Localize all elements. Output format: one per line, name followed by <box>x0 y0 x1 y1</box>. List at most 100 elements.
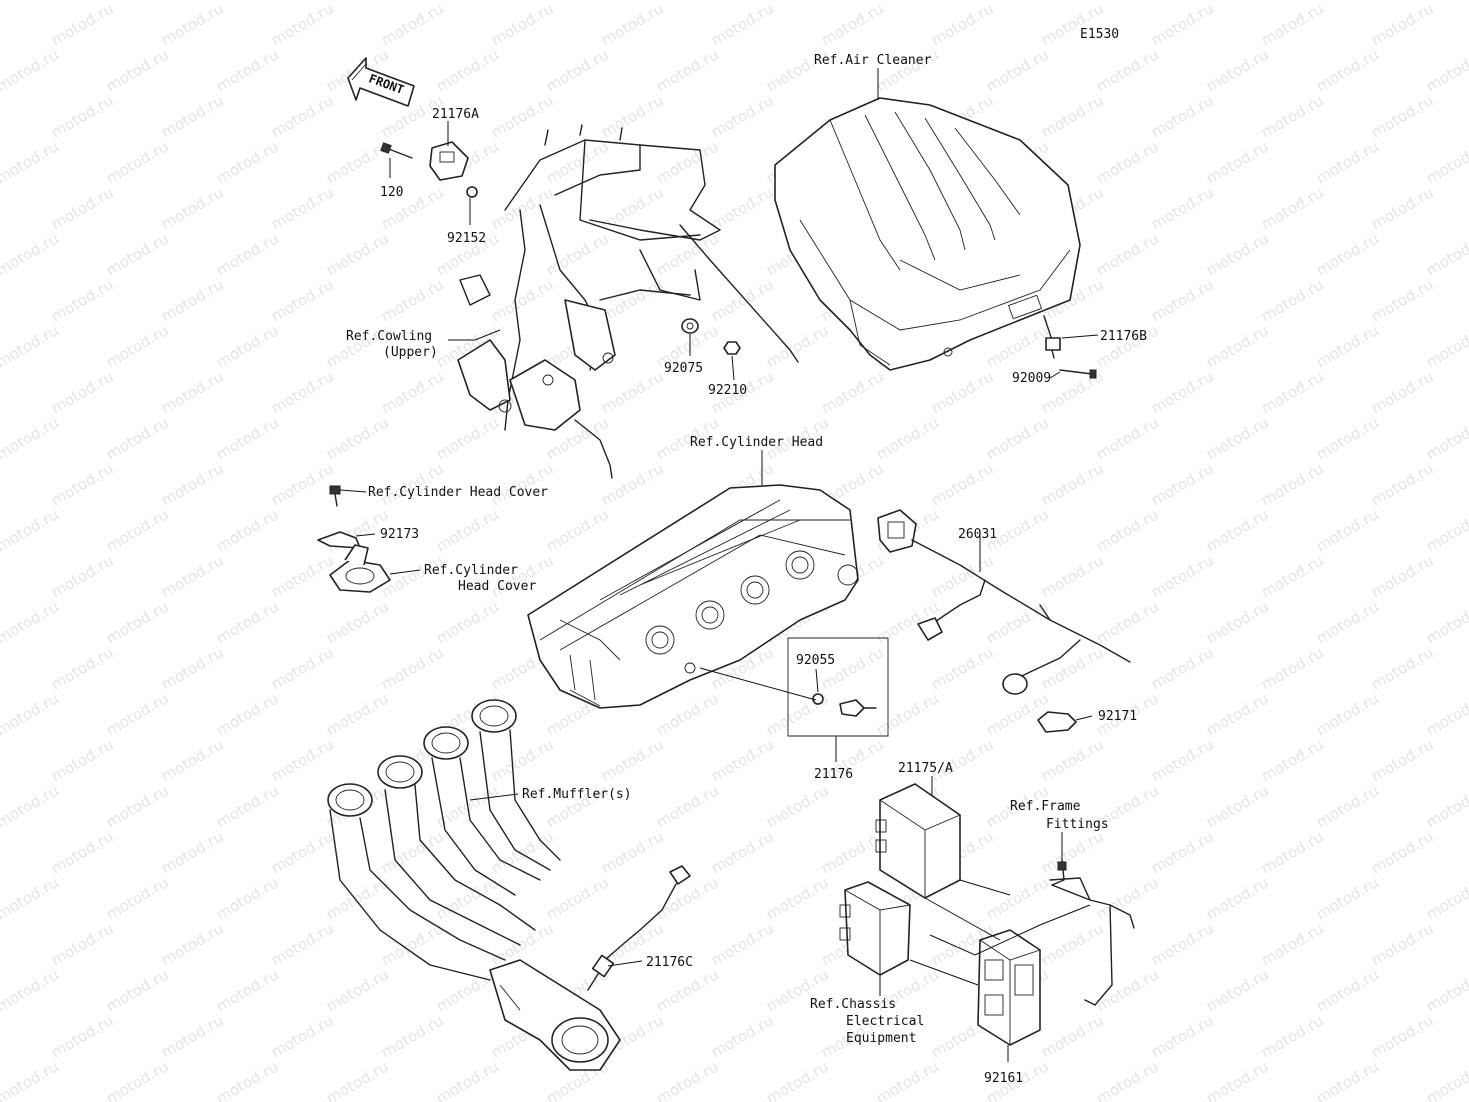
watermark-text: motod.ru <box>653 873 722 923</box>
watermark-text: motod.ru <box>103 873 172 923</box>
watermark-text: motod.ru <box>1093 137 1162 187</box>
watermark-text: motod.ru <box>158 551 227 601</box>
frame-fittings-bracket <box>1049 859 1135 1006</box>
cylinder-head <box>527 484 859 709</box>
label-chassis-1: Ref.Chassis <box>810 997 896 1012</box>
watermark-text: motod.ru <box>488 0 557 49</box>
watermark-text: motod.ru <box>1313 597 1382 647</box>
watermark-text: motod.ru <box>268 827 337 877</box>
watermark-text: motod.ru <box>1203 413 1272 463</box>
watermark-text: motod.ru <box>653 689 722 739</box>
watermark-text: motod.ru <box>1423 689 1469 739</box>
watermark-text: motod.ru <box>0 1057 62 1102</box>
watermark-text: motod.ru <box>873 689 942 739</box>
watermark-text: motod.ru <box>708 275 777 325</box>
watermark-text: motod.ru <box>433 597 502 647</box>
watermark-text: motod.ru <box>653 0 722 3</box>
watermark-text: motod.ru <box>1313 965 1382 1015</box>
watermark-text: motod.ru <box>268 1011 337 1061</box>
label-92210: 92210 <box>708 383 747 398</box>
watermark-text: motod.ru <box>1258 735 1327 785</box>
watermark-text: motod.ru <box>598 827 667 877</box>
watermark-text: motod.ru <box>1423 45 1469 95</box>
watermark-text: motod.ru <box>378 643 447 693</box>
watermark-text: motod.ru <box>158 275 227 325</box>
watermark-text: motod.ru <box>48 643 117 693</box>
watermark-text: motod.ru <box>103 0 172 3</box>
watermark-text: motod.ru <box>0 965 62 1015</box>
breather-cap <box>329 544 391 593</box>
watermark-text: motod.ru <box>1203 1057 1272 1102</box>
watermark-text: motod.ru <box>708 183 777 233</box>
watermark-text: motod.ru <box>48 275 117 325</box>
watermark-text: motod.ru <box>433 413 502 463</box>
label-chassis-2: Electrical <box>846 1014 924 1029</box>
bolt-ref-cylinder-head-cover <box>329 485 341 507</box>
watermark-text: motod.ru <box>543 873 612 923</box>
watermark-text: motod.ru <box>323 597 392 647</box>
watermark-text: motod.ru <box>103 505 172 555</box>
watermark-text: motod.ru <box>268 367 337 417</box>
watermark-text: motod.ru <box>1038 827 1107 877</box>
watermark-text: motod.ru <box>488 735 557 785</box>
watermark-text: motod.ru <box>213 873 282 923</box>
label-21176C: 21176C <box>646 955 693 970</box>
watermark-text: motod.ru <box>653 137 722 187</box>
bolt-120 <box>380 142 413 159</box>
watermark-text: motod.ru <box>1093 597 1162 647</box>
watermark-text: motod.ru <box>48 91 117 141</box>
watermark-text: motod.ru <box>543 505 612 555</box>
watermark-text: motod.ru <box>1148 91 1217 141</box>
diagram-code: E1530 <box>1080 27 1119 42</box>
watermark-text: motod.ru <box>213 597 282 647</box>
watermark-text: motod.ru <box>1038 551 1107 601</box>
watermark-text: motod.ru <box>1423 0 1469 3</box>
label-92009: 92009 <box>1012 371 1051 386</box>
watermark-text: motod.ru <box>1258 919 1327 969</box>
watermark-text: motod.ru <box>213 229 282 279</box>
watermark-text: motod.ru <box>323 0 392 3</box>
watermark-text: motod.ru <box>48 1011 117 1061</box>
watermark-text: motod.ru <box>103 689 172 739</box>
watermark-text: motod.ru <box>983 689 1052 739</box>
watermark-text: motod.ru <box>0 45 62 95</box>
watermark-text: motod.ru <box>1203 0 1272 3</box>
watermark-text: motod.ru <box>0 873 62 923</box>
watermark-text: motod.ru <box>983 413 1052 463</box>
watermark-text: motod.ru <box>0 505 62 555</box>
watermark-text: motod.ru <box>1203 229 1272 279</box>
o2-sensor-21176C <box>587 865 691 991</box>
watermark-text: motod.ru <box>48 0 117 49</box>
watermark-text: motod.ru <box>818 643 887 693</box>
label-21176: 21176 <box>814 767 853 782</box>
watermark-text: motod.ru <box>48 551 117 601</box>
watermark-text: motod.ru <box>1423 413 1469 463</box>
watermark-text: motod.ru <box>158 1011 227 1061</box>
watermark-text: motod.ru <box>158 919 227 969</box>
watermark-text: motod.ru <box>213 45 282 95</box>
watermark-text: motod.ru <box>1368 183 1437 233</box>
watermark-text: motod.ru <box>928 0 997 49</box>
watermark-text: motod.ru <box>433 1057 502 1102</box>
watermark-text: motod.ru <box>268 0 337 49</box>
label-cowling-1: Ref.Cowling <box>346 329 432 344</box>
watermark-text: motod.ru <box>1148 735 1217 785</box>
watermark-text: motod.ru <box>323 1057 392 1102</box>
watermark-text: motod.ru <box>598 0 667 49</box>
watermark-text: motod.ru <box>0 689 62 739</box>
watermark-text: motod.ru <box>1148 275 1217 325</box>
label-21175A: 21175/A <box>898 761 953 776</box>
watermark-text: motod.ru <box>873 413 942 463</box>
watermark-text: motod.ru <box>158 643 227 693</box>
watermark-text: motod.ru <box>1093 413 1162 463</box>
watermark-text: motod.ru <box>0 321 62 371</box>
watermark-text: motod.ru <box>1203 321 1272 371</box>
label-air-cleaner: Ref.Air Cleaner <box>814 53 932 68</box>
watermark-text: motod.ru <box>653 229 722 279</box>
watermark-text: motod.ru <box>1258 551 1327 601</box>
watermark-text: motod.ru <box>653 781 722 831</box>
watermark-text: motod.ru <box>708 1011 777 1061</box>
watermark-text: motod.ru <box>983 0 1052 3</box>
watermark-text: motod.ru <box>1313 229 1382 279</box>
watermark-text: motod.ru <box>48 367 117 417</box>
